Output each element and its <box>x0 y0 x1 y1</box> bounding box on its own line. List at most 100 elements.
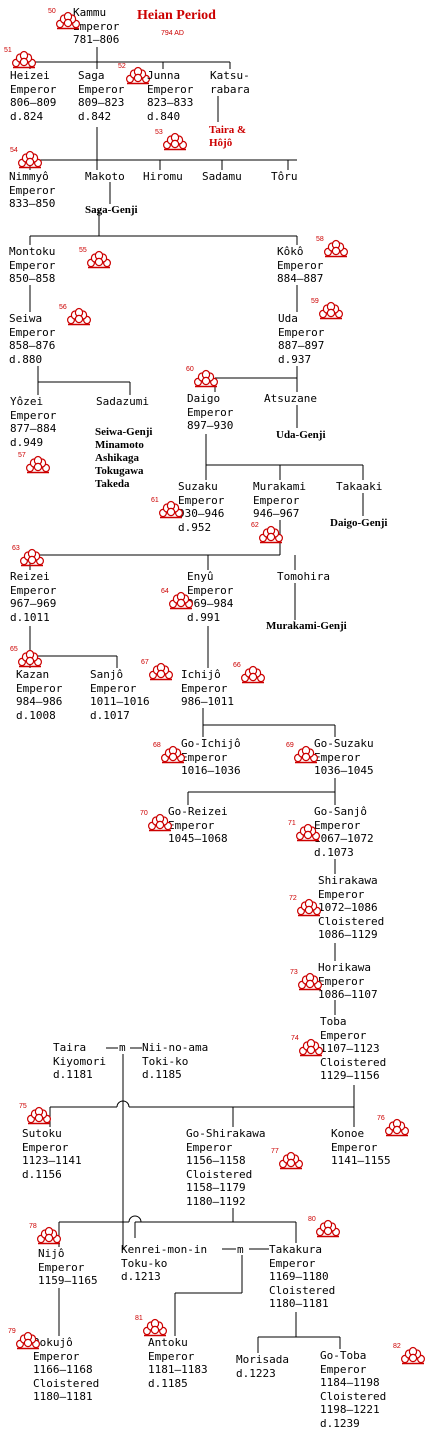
imperial-crest-icon <box>86 249 112 269</box>
person-line: Emperor <box>320 1362 367 1376</box>
imperial-crest-icon <box>298 1037 324 1057</box>
person-line: Emperor <box>16 681 63 695</box>
emperor-number: 73 <box>290 969 298 976</box>
clan-murakami-genji: Murakami-Genji <box>266 620 347 633</box>
person-line: Emperor <box>78 82 125 96</box>
person-line: d.1181 <box>53 1068 93 1081</box>
person-line: Katsu- <box>210 69 250 82</box>
line-crossing-arc <box>128 1215 142 1223</box>
person-line: d.1156 <box>22 1167 62 1181</box>
clan-line: Murakami-Genji <box>266 620 347 632</box>
person-line: Heizei <box>10 69 50 82</box>
imperial-crest-icon <box>318 300 344 320</box>
emperor-number: 54 <box>10 147 18 154</box>
person-line: 1184–1198 <box>320 1376 380 1389</box>
emperor-number: 68 <box>153 742 161 749</box>
person-tomohira: Tomohira <box>277 570 330 584</box>
clan-daigo-genji: Daigo-Genji <box>330 517 387 530</box>
person-line: Go-Suzaku <box>314 737 374 750</box>
person-line: Go-Ichijô <box>181 737 241 750</box>
person-line: Taira <box>53 1041 87 1054</box>
person-line: d.880 <box>9 352 43 366</box>
person-line: 1036–1045 <box>314 764 374 777</box>
imperial-crest-icon <box>295 822 321 842</box>
person-line: Takaaki <box>336 480 383 493</box>
imperial-crest-icon <box>26 1105 52 1125</box>
person-line: Konoe <box>331 1127 365 1140</box>
emperor-number: 78 <box>29 1223 37 1230</box>
person-line: d.1185 <box>148 1376 188 1390</box>
person-line: d.1223 <box>236 1366 276 1380</box>
clan-saga-genji: Saga-Genji <box>85 204 138 217</box>
emperor-number: 51 <box>4 47 12 54</box>
person-line: 930–946 <box>178 507 225 520</box>
marriage-symbol: m <box>118 1041 127 1054</box>
person-sadamu: Sadamu <box>202 170 242 184</box>
imperial-crest-icon <box>193 368 219 388</box>
person-line: Ichijô <box>181 668 221 681</box>
person-line: 1180–1192 <box>186 1194 246 1208</box>
emperor-number: 57 <box>18 452 26 459</box>
person-line: Daigo <box>187 392 221 405</box>
person-takaaki: Takaaki <box>336 480 382 494</box>
person-line: Suzaku <box>178 480 218 493</box>
person-line: Toba <box>320 1015 347 1028</box>
person-line: 858–876 <box>9 339 56 352</box>
emperor-number: 81 <box>135 1315 143 1322</box>
person-line: d.1239 <box>320 1416 360 1430</box>
emperor-number: 75 <box>19 1103 27 1110</box>
clan-line: Minamoto <box>95 439 144 451</box>
imperial-crest-icon <box>400 1345 426 1365</box>
person-line: 1086–1129 <box>318 928 378 941</box>
person-line: 809–823 <box>78 96 125 109</box>
person-line: 1086–1107 <box>318 988 378 1001</box>
person-line: 1016–1036 <box>181 764 241 777</box>
person-sadazumi: Sadazumi <box>96 395 149 409</box>
person-line: Emperor <box>320 1028 367 1042</box>
person-line: Nimmyô <box>9 170 49 183</box>
person-line: 1158–1179 <box>186 1181 246 1194</box>
marriage-symbol: m <box>236 1243 245 1256</box>
emperor-number: 50 <box>48 8 56 15</box>
emperor-number: 70 <box>140 810 148 817</box>
person-line: Emperor <box>147 82 194 96</box>
emperor-number: 62 <box>251 522 259 529</box>
imperial-crest-icon <box>66 306 92 326</box>
clan-line: Hôjô <box>209 137 233 149</box>
person-line: 984–986 <box>16 695 63 708</box>
person-line: 1072–1086 <box>318 901 378 914</box>
emperor-number: 80 <box>308 1216 316 1223</box>
person-line: Horikawa <box>318 961 371 974</box>
emperor-number: 63 <box>12 545 20 552</box>
person-line: Emperor <box>178 493 225 507</box>
person-line: Atsuzane <box>264 392 317 405</box>
person-line: d.1008 <box>16 708 56 722</box>
clan-line: Uda-Genji <box>276 429 326 441</box>
person-line: Emperor <box>22 1140 69 1154</box>
person-line: Saga <box>78 69 105 82</box>
clan-line: Daigo-Genji <box>330 517 388 529</box>
person-line: 1181–1183 <box>148 1363 208 1376</box>
emperor-number: 76 <box>377 1115 385 1122</box>
person-line: Sadamu <box>202 170 242 183</box>
emperor-number: 72 <box>289 895 297 902</box>
person-line: Montoku <box>9 245 56 258</box>
person-line: 969–984 <box>187 597 234 610</box>
person-line: d.1185 <box>142 1068 182 1081</box>
imperial-crest-icon <box>160 744 186 764</box>
person-line: Sutoku <box>22 1127 62 1140</box>
imperial-crest-icon <box>125 65 151 85</box>
person-line: d.952 <box>178 520 212 534</box>
